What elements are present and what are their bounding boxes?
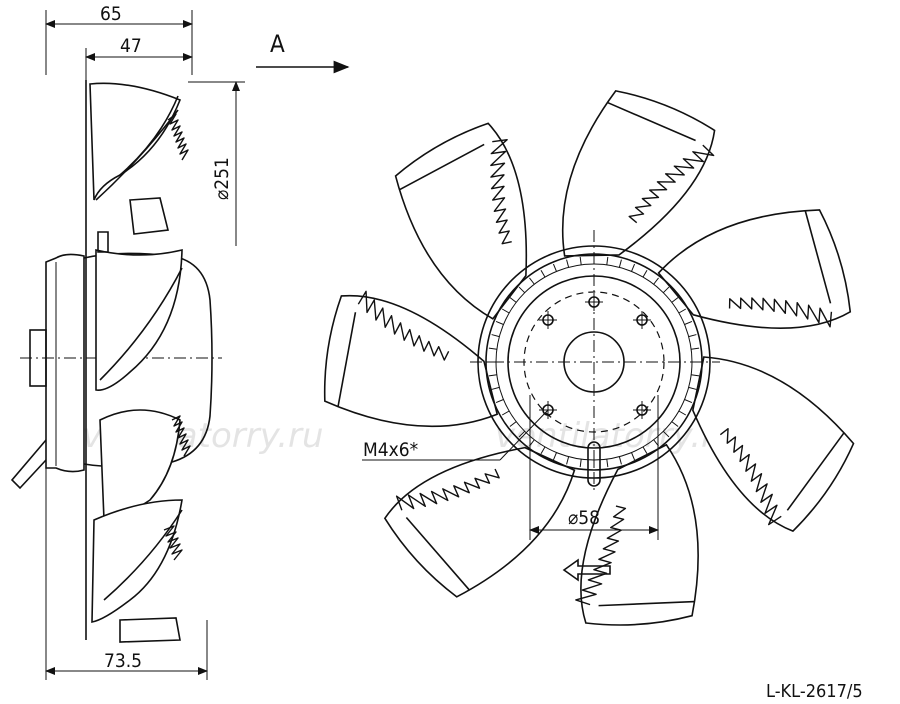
blade xyxy=(383,446,576,598)
hub-rib xyxy=(678,410,687,416)
blade xyxy=(580,443,699,626)
blade-serration xyxy=(357,290,450,361)
hub-rib xyxy=(491,334,500,338)
blade-tip-slot xyxy=(337,312,357,408)
shaft-key xyxy=(587,441,601,487)
hub-rib xyxy=(606,459,609,468)
side-view: 65 47 73.5 ⌀251 xyxy=(10,3,245,680)
dim-diameter: ⌀251 xyxy=(211,157,233,200)
blade-serration xyxy=(395,468,500,511)
blade-serration xyxy=(490,139,512,245)
hub-rib xyxy=(653,277,659,285)
hub-rib xyxy=(540,269,546,278)
blade xyxy=(323,294,499,428)
blade xyxy=(692,356,855,533)
blade-serration xyxy=(575,505,627,606)
blade-serration xyxy=(728,297,833,328)
hub-rib xyxy=(501,308,510,314)
hub-rib xyxy=(579,459,582,468)
hub-rib xyxy=(540,446,546,455)
hub-rib xyxy=(671,421,679,427)
view-direction-arrow: A xyxy=(256,30,350,74)
blade-tip-slot xyxy=(398,143,485,191)
hub-rib xyxy=(662,286,670,294)
hub-rib xyxy=(566,456,570,465)
hub-rib xyxy=(662,430,670,438)
dim-width-total: 65 xyxy=(100,3,122,25)
blade-tip-slot xyxy=(598,600,695,607)
hub-rib xyxy=(495,399,504,404)
rotation-arrow-icon xyxy=(562,558,611,582)
hub-rib xyxy=(529,277,535,285)
blade-tip-slot xyxy=(804,210,832,304)
hub-rib xyxy=(491,386,500,390)
hub-rib xyxy=(566,259,570,268)
hub-rib xyxy=(631,263,636,272)
hub-rib xyxy=(671,297,679,303)
hub-rib xyxy=(518,430,526,438)
blades-group xyxy=(323,89,855,626)
hub-rib xyxy=(618,456,622,465)
hub-rib xyxy=(509,297,517,303)
hub-rib xyxy=(678,308,687,314)
hub-rib xyxy=(488,347,497,350)
hub-rib xyxy=(509,421,517,427)
blade-serration xyxy=(719,428,782,526)
hub-rib xyxy=(579,256,582,265)
dim-depth-total: 73.5 xyxy=(104,650,142,672)
thread-label: M4x6* xyxy=(363,439,419,461)
blade-tip-slot xyxy=(405,516,471,591)
hub-rib xyxy=(684,320,693,325)
hub-rib xyxy=(488,374,497,377)
blade-tip-slot xyxy=(606,101,696,142)
blade-tip-slot xyxy=(786,431,845,511)
hub-rib xyxy=(688,334,697,338)
dim-width-blades: 47 xyxy=(120,35,142,57)
hub-rib xyxy=(642,446,648,455)
hub-rib xyxy=(495,320,504,325)
hub-rib xyxy=(642,269,648,278)
blade-serration xyxy=(628,144,715,224)
hub-rib xyxy=(518,286,526,294)
hub-rib xyxy=(684,399,693,404)
hub-rib xyxy=(631,452,636,461)
dim-hub-diameter: ⌀58 xyxy=(568,507,600,529)
hub-rib xyxy=(618,259,622,268)
hub-rib xyxy=(688,386,697,390)
front-view: M4x6* ⌀58 xyxy=(323,89,855,626)
drawing-code: L-KL-2617/5 xyxy=(766,681,863,702)
hub-rib xyxy=(691,347,700,350)
hub-rib xyxy=(691,374,700,377)
hub-rib xyxy=(552,452,557,461)
blade xyxy=(394,122,528,320)
hub-rib xyxy=(606,256,609,265)
hub-rib xyxy=(501,410,510,416)
view-label: A xyxy=(270,30,285,58)
blade xyxy=(657,209,852,330)
hub-rib xyxy=(552,263,557,272)
mounting-holes xyxy=(539,293,651,419)
